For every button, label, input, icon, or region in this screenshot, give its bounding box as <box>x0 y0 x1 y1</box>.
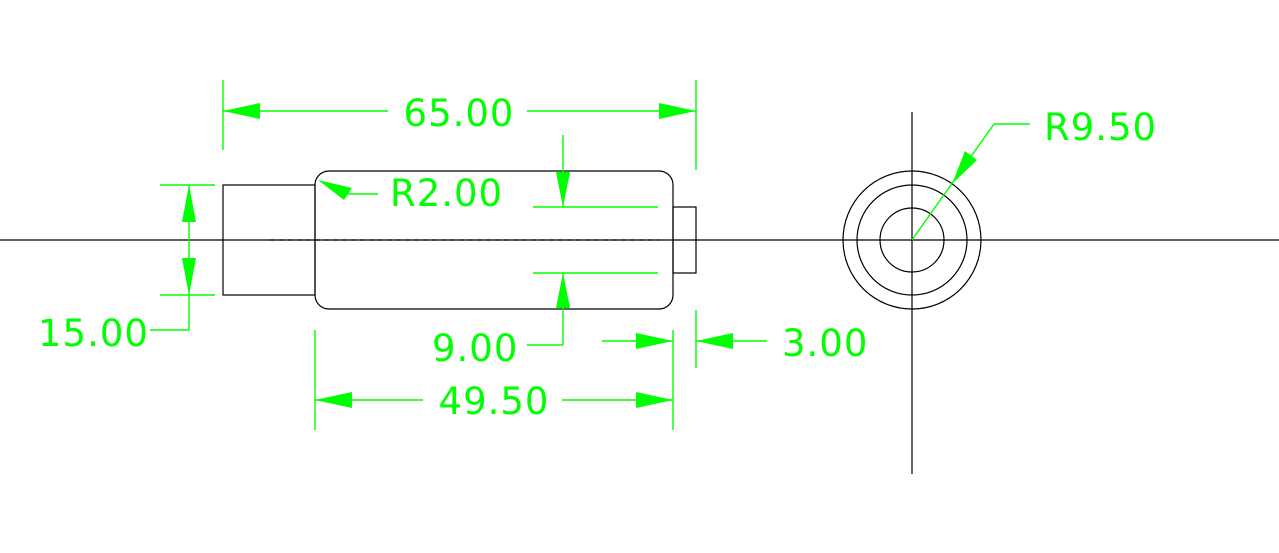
arrowhead-right <box>659 103 696 119</box>
step-diameter-label: 15.00 <box>38 312 149 355</box>
overall-length-label: 65.00 <box>404 92 515 135</box>
pin-arrowhead-right <box>696 333 733 349</box>
bore-arrowhead-bottom <box>556 273 570 308</box>
pin-arrowhead-left <box>636 333 673 349</box>
bore-diameter-label: 9.00 <box>432 327 518 370</box>
dimension-body-length: 49.50 <box>314 330 674 430</box>
dimension-pin-length: 3.00 <box>602 310 868 368</box>
arrowhead-left <box>223 103 260 119</box>
right-pin <box>672 206 697 274</box>
end-view <box>842 112 982 474</box>
dimension-bore-diameter: 9.00 <box>432 135 658 370</box>
outer-circle <box>842 170 982 310</box>
pin-length-label: 3.00 <box>782 322 868 365</box>
body-length-label: 49.50 <box>439 380 550 423</box>
fillet-arrowhead <box>318 180 352 200</box>
middle-circle <box>856 184 968 296</box>
body-arrowhead-right <box>636 392 673 408</box>
radius-arrowhead <box>952 151 977 184</box>
step-arrowhead-bottom <box>182 258 196 295</box>
dimension-step-diameter: 15.00 <box>38 184 215 355</box>
body-arrowhead-left <box>315 392 352 408</box>
dimension-outer-radius: R9.50 <box>911 106 1157 241</box>
step-arrowhead-top <box>182 185 196 222</box>
inner-circle <box>879 207 945 273</box>
dimension-fillet-radius: R2.00 <box>318 172 503 215</box>
fillet-radius-label: R2.00 <box>390 172 503 215</box>
bore-arrowhead-top <box>556 172 570 207</box>
outer-radius-label: R9.50 <box>1044 106 1157 149</box>
side-view <box>0 170 1279 310</box>
dimension-overall-length: 65.00 <box>222 80 697 170</box>
